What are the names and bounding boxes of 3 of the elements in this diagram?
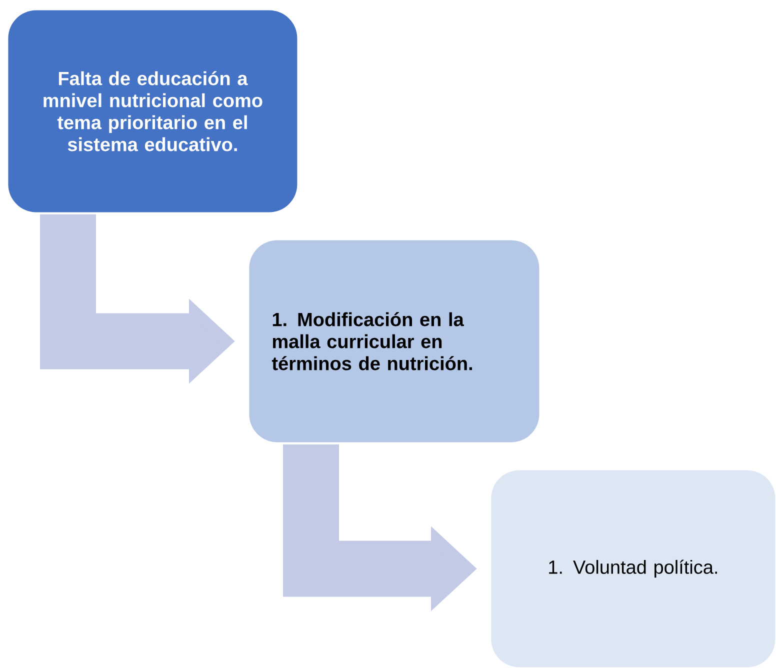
process-box: 1. Voluntad política.	[491, 470, 776, 668]
process-box: 1. Modificación en la malla curricular en términos de nutrición.	[249, 240, 540, 442]
process-box: Falta de educación a mnivel nutricional como tema prioritario en el sistema educativo.	[8, 10, 298, 212]
